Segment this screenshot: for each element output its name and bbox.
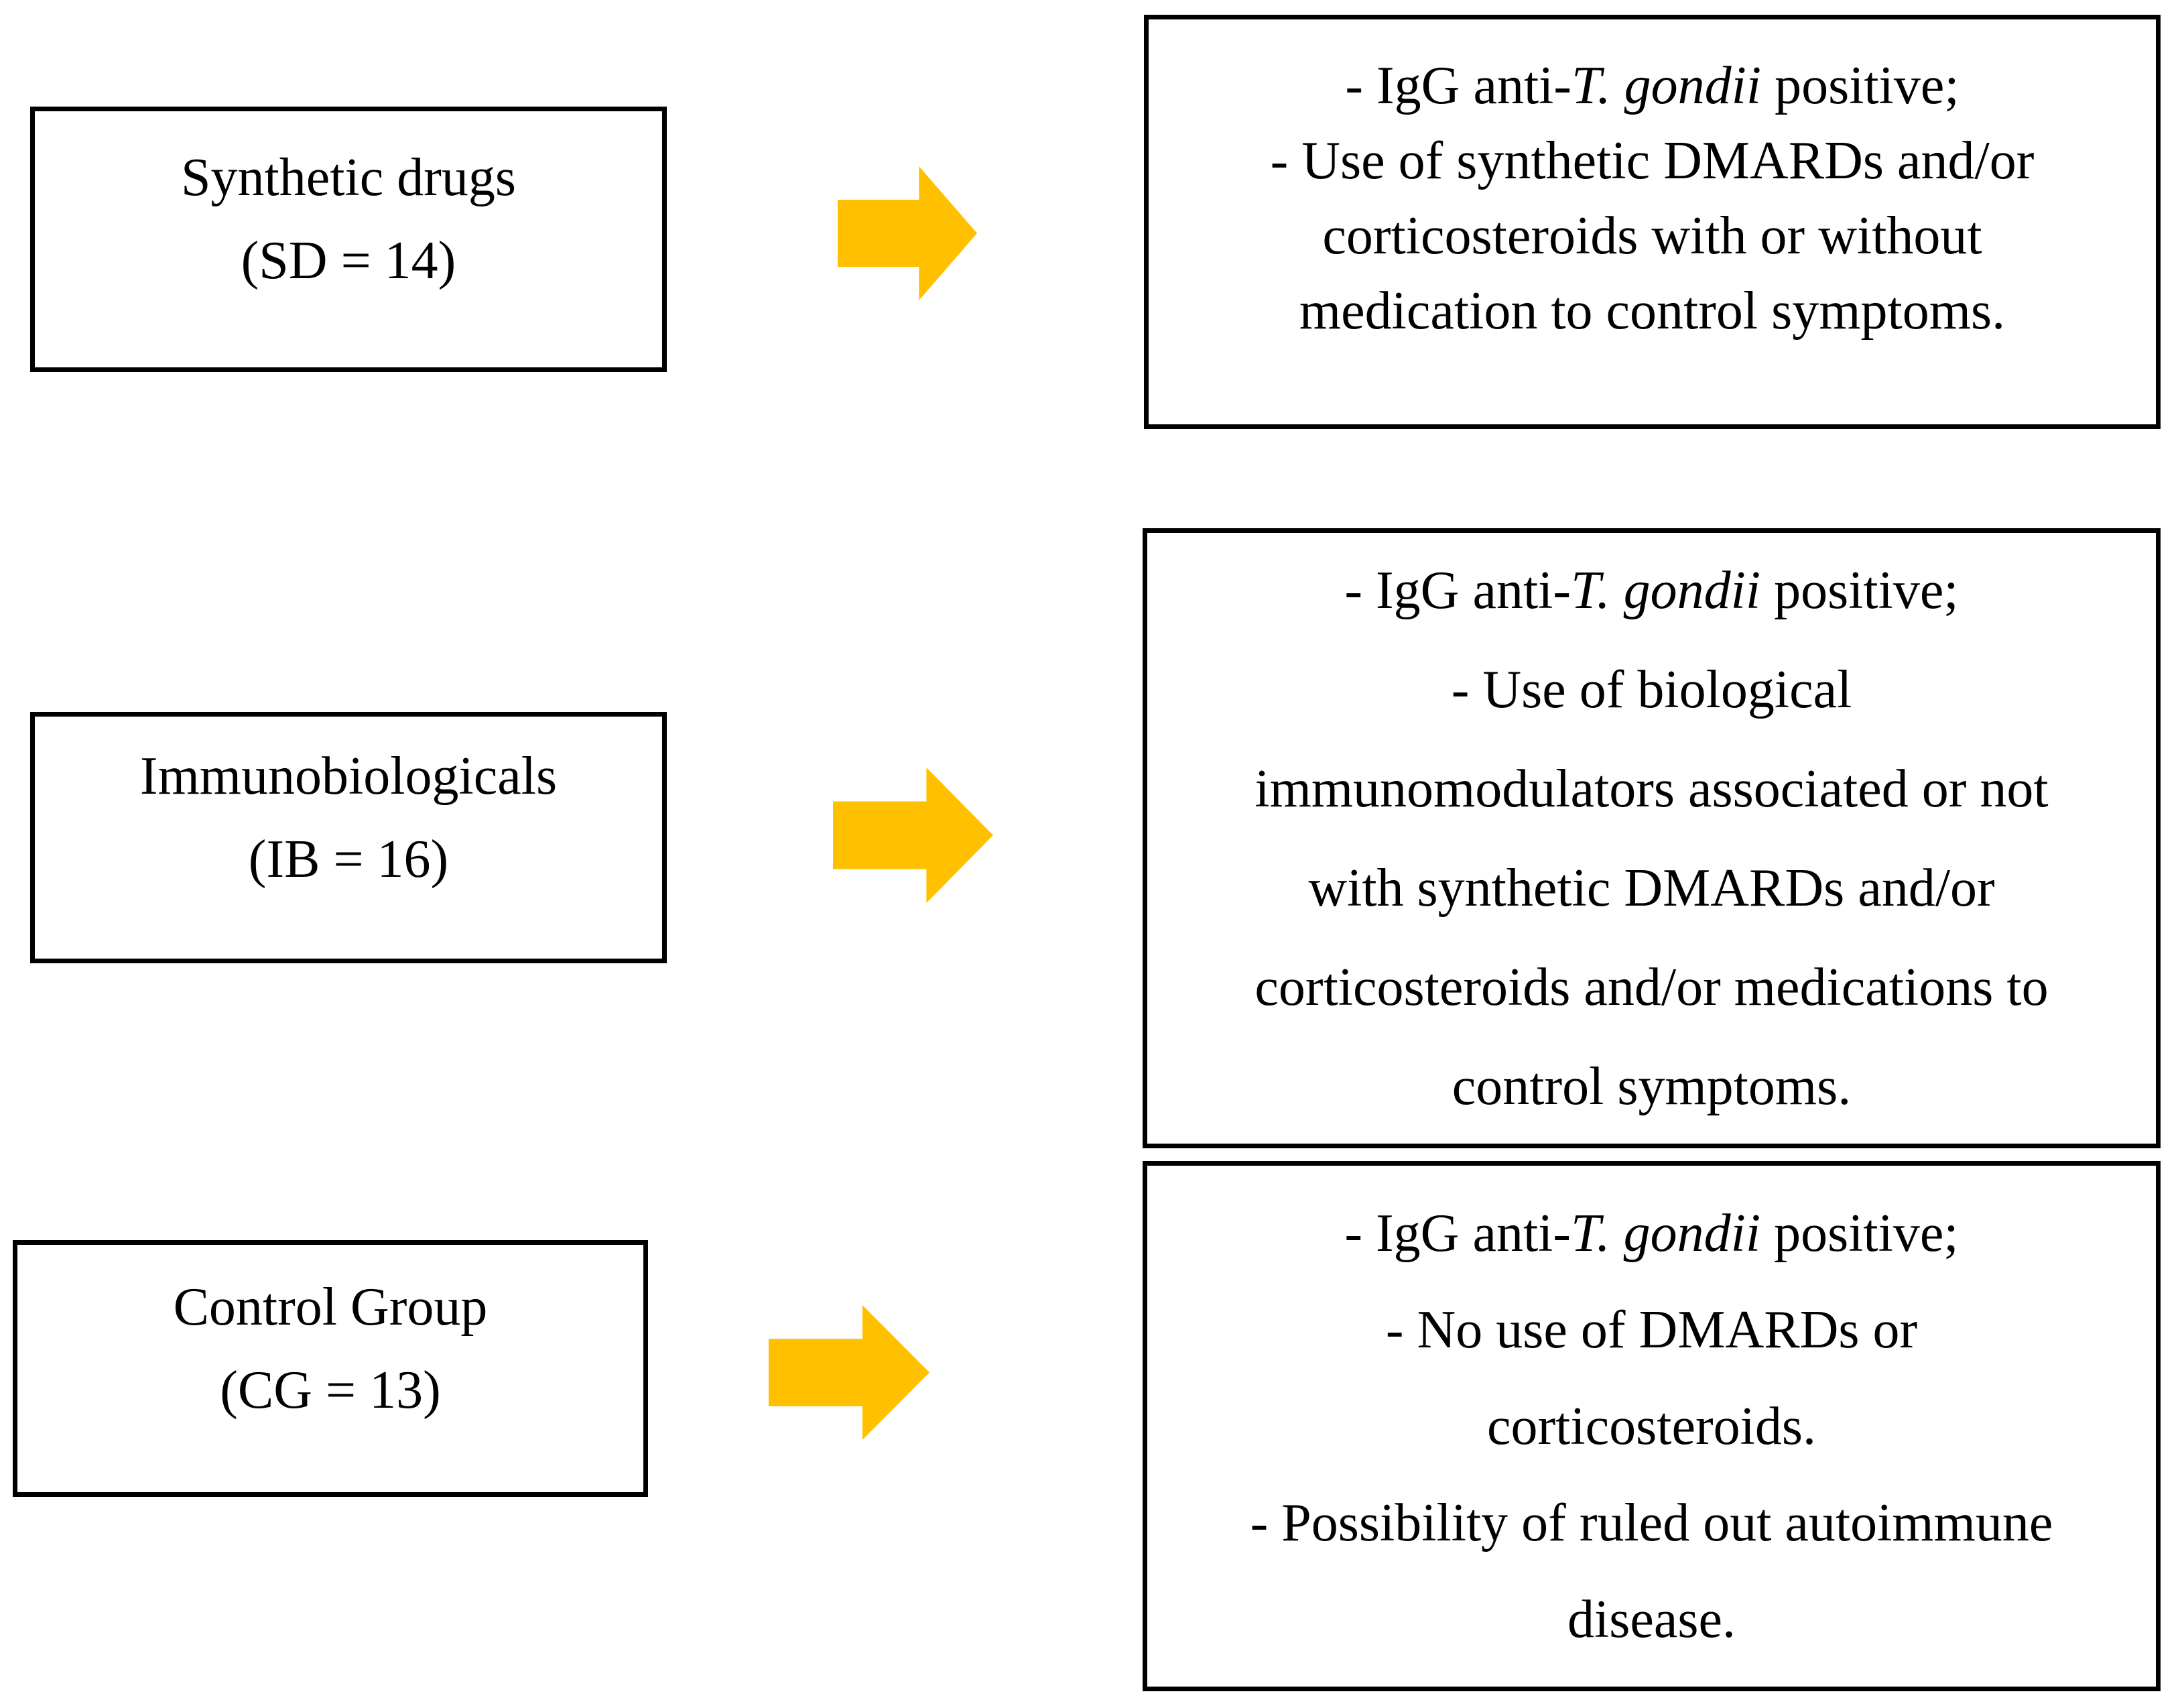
arrow-right-icon [838, 166, 977, 300]
criteria-line: - Use of synthetic DMARDs and/or [1270, 131, 2035, 190]
arrow-right-svg [838, 166, 977, 300]
criteria-igg-prefix: - IgG anti- [1344, 1203, 1571, 1263]
criteria-line: - Use of biological [1451, 660, 1852, 719]
criteria-line: immunomodulators associated or not [1255, 759, 2049, 818]
group-title: Immunobiologicals [139, 746, 558, 806]
criteria-line: corticosteroids. [1487, 1396, 1816, 1456]
criteria-line: - Possibility of ruled out autoimmune [1250, 1493, 2053, 1553]
arrow-glyph [833, 768, 993, 903]
criteria-line: corticosteroids and/or medications to [1255, 957, 2049, 1017]
criteria-line: control symptoms. [1452, 1056, 1852, 1116]
arrow-glyph [769, 1305, 929, 1440]
arrow-right-icon [769, 1305, 929, 1440]
criteria-igg-suffix: positive; [1761, 56, 1960, 115]
group-title: Synthetic drugs [181, 148, 516, 207]
criteria-line: - No use of DMARDs or [1385, 1300, 1918, 1359]
species-name-italic: T. gondii [1571, 560, 1761, 620]
criteria-box-immunobiologicals: - IgG anti-T. gondii positive; - Use of … [1143, 528, 2161, 1148]
species-name-italic: T. gondii [1571, 1203, 1761, 1263]
criteria-line-igg: - IgG anti-T. gondii positive; [1162, 48, 2142, 123]
criteria-igg-prefix: - IgG anti- [1344, 560, 1571, 620]
arrow-right-svg [833, 768, 993, 903]
criteria-line-igg: - IgG anti-T. gondii positive; [1161, 1185, 2142, 1282]
criteria-line: medication to control symptoms. [1299, 282, 2006, 341]
criteria-box-control-group: - IgG anti-T. gondii positive; - No use … [1143, 1161, 2161, 1691]
group-count: (IB = 16) [248, 829, 449, 889]
group-box-control-group: Control Group (CG = 13) [13, 1240, 648, 1497]
criteria-line-igg: - IgG anti-T. gondii positive; [1161, 541, 2142, 640]
criteria-box-synthetic-drugs: - IgG anti-T. gondii positive; - Use of … [1144, 15, 2161, 429]
species-name-italic: T. gondii [1571, 56, 1762, 115]
arrow-right-svg [769, 1305, 929, 1440]
criteria-igg-suffix: positive; [1760, 560, 1959, 620]
criteria-line: disease. [1567, 1589, 1736, 1649]
criteria-line: corticosteroids with or without [1322, 206, 1982, 265]
arrow-glyph [838, 166, 977, 300]
criteria-igg-prefix: - IgG anti- [1345, 56, 1572, 115]
criteria-line: with synthetic DMARDs and/or [1308, 858, 1995, 918]
group-title: Control Group [173, 1277, 488, 1337]
group-box-immunobiologicals: Immunobiologicals (IB = 16) [30, 712, 667, 963]
criteria-igg-suffix: positive; [1760, 1203, 1959, 1263]
arrow-right-icon [833, 768, 993, 903]
group-count: (SD = 14) [241, 231, 456, 290]
group-count: (CG = 13) [220, 1360, 441, 1420]
group-box-synthetic-drugs: Synthetic drugs (SD = 14) [30, 107, 667, 372]
